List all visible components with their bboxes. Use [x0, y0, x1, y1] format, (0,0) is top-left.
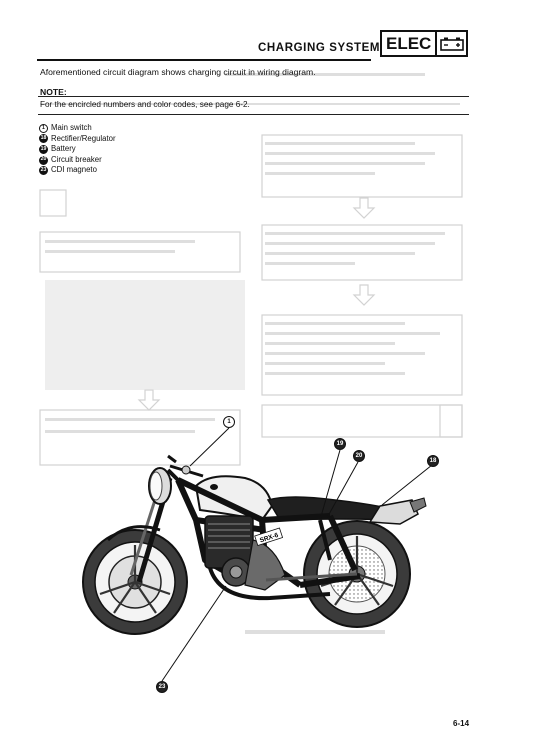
intro-text: Aforementioned circuit diagram shows cha… — [40, 67, 316, 77]
note-text: For the encircled numbers and color code… — [40, 100, 250, 109]
exhaust-pipe — [208, 567, 331, 601]
number-circle-icon: 20 — [39, 155, 48, 165]
callout-23: 23 — [156, 681, 168, 693]
legend-item-rectifier: 18 Rectifier/Regulator — [39, 134, 116, 145]
engine — [204, 515, 286, 591]
front-wheel — [82, 529, 188, 635]
callout-18: 18 — [427, 455, 439, 467]
callout-19: 19 — [334, 438, 346, 450]
legend-item-cdi-magneto: 23 CDI magneto — [39, 165, 116, 176]
battery-icon — [435, 32, 466, 55]
headlight — [148, 467, 172, 505]
note-label: NOTE: — [40, 87, 67, 97]
legend-item-circuit-breaker: 20 Circuit breaker — [39, 155, 116, 166]
page-number: 6-14 — [453, 719, 470, 728]
legend-label: CDI magneto — [51, 165, 97, 175]
note-bottom-divider — [38, 114, 469, 115]
legend-item-battery: 19 Battery — [39, 144, 116, 155]
legend-label: Circuit breaker — [51, 154, 102, 164]
number-circle-icon: 1 — [39, 123, 48, 133]
note-divider — [38, 96, 469, 97]
callout-1: 1 — [223, 416, 235, 428]
callout-20: 20 — [353, 450, 365, 462]
component-legend: 1 Main switch 18 Rectifier/Regulator 19 … — [39, 123, 116, 176]
page-title: CHARGING SYSTEM — [258, 42, 381, 54]
legend-label: Rectifier/Regulator — [51, 133, 116, 143]
fuel-tank — [194, 475, 274, 522]
tail-section — [368, 499, 419, 525]
number-circle-icon: 18 — [39, 134, 48, 144]
callout-leaders — [161, 427, 433, 682]
legend-item-main-switch: 1 Main switch — [39, 123, 116, 134]
section-tab: ELEC — [380, 30, 468, 57]
number-circle-icon: 19 — [39, 144, 48, 154]
header-rule — [37, 59, 371, 61]
section-label: ELEC — [386, 34, 432, 53]
legend-label: Main switch — [51, 123, 92, 132]
legend-label: Battery — [51, 144, 76, 154]
number-circle-icon: 23 — [39, 166, 48, 176]
